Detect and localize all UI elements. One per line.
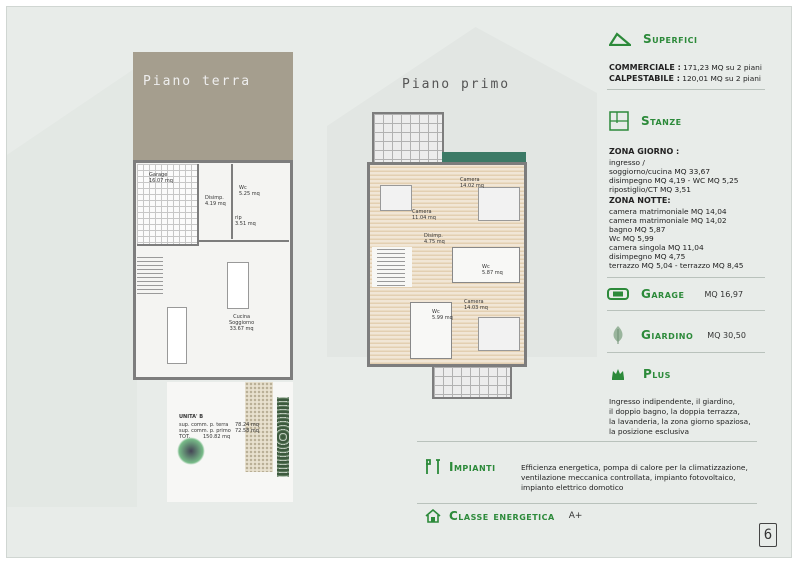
garage-title: Garage	[641, 287, 685, 301]
crown-icon	[612, 369, 624, 380]
plus-line: la lavanderia, la zona giorno spaziosa,	[609, 417, 751, 426]
unita-row: sup. comm. p. terra	[179, 422, 229, 428]
stairs	[377, 249, 405, 287]
impianti-line: impianto elettrico domotico	[521, 483, 624, 492]
wall	[231, 164, 233, 239]
zona-notte-item: camera singola MQ 11,04	[609, 243, 704, 252]
divider	[417, 503, 757, 504]
garage-room	[137, 164, 199, 246]
room-label-camera: Camera 11.04 mq	[412, 209, 436, 221]
giardino-value: MQ 30,50	[707, 330, 746, 340]
unita-label: UNITA' B	[179, 414, 204, 420]
unita-row-value: 72.58 mq	[235, 428, 259, 434]
floorplan-icon	[609, 111, 629, 131]
room-label-camera: Camera 14.02 mq	[460, 177, 484, 189]
classe-value: A+	[568, 511, 583, 521]
room-label-camera: Camera 14.03 mq	[464, 299, 488, 311]
zona-giorno-item: ingresso /	[609, 158, 645, 167]
page-number: 6	[759, 523, 777, 547]
superfici-commerciale: COMMERCIALE : 171,23 MQ su 2 piani	[609, 63, 762, 72]
wc-room	[410, 302, 452, 359]
zona-notte-item: terrazzo MQ 5,04 - terrazzo MQ 8,45	[609, 261, 744, 270]
zona-giorno-label: ZONA GIORNO :	[609, 147, 680, 156]
leaf-icon	[613, 326, 623, 344]
garage-header: Garage MQ 16,97	[607, 287, 743, 301]
giardino-title: Giardino	[641, 328, 694, 342]
piano-terra-plan: Piano terra Garage 16.07 mq Disimp. 4.19…	[127, 52, 297, 502]
house-icon	[425, 509, 441, 523]
zona-giorno-item: soggiorno/cucina MQ 33,67	[609, 167, 711, 176]
bed	[478, 187, 520, 221]
bed	[380, 185, 412, 211]
room-label-wc: Wc 5.87 mq	[482, 264, 503, 276]
terrace-top	[372, 112, 444, 166]
superfici-header: Superfici	[609, 32, 697, 46]
zona-notte-item: camera matrimoniale MQ 14,02	[609, 216, 727, 225]
plant-icon	[177, 437, 205, 465]
unita-row-value: 78.24 mq	[235, 422, 259, 428]
bed	[478, 317, 520, 351]
plus-header: Plus	[611, 367, 671, 381]
paved-path	[245, 382, 273, 472]
divider	[607, 310, 765, 311]
room-label-wc: Wc 5.25 mq	[239, 185, 260, 197]
dining-table	[227, 262, 249, 309]
zona-giorno-item: disimpegno MQ 4,19 - WC MQ 5,25	[609, 176, 739, 185]
plus-line: Ingresso indipendente, il giardino,	[609, 397, 735, 406]
unita-row: TOT.	[179, 434, 191, 440]
unita-row-value: 150.82 mq	[203, 434, 231, 440]
classe-header: Classe energetica A+	[425, 509, 582, 523]
garage-value: MQ 16,97	[704, 289, 744, 299]
plus-title: Plus	[643, 367, 671, 381]
impianti-title: Impianti	[449, 460, 496, 474]
wc-room	[452, 247, 520, 283]
giardino-header: Giardino MQ 30,50	[611, 325, 746, 345]
plus-line: la posizione esclusiva	[609, 427, 690, 436]
piano-terra-title: Piano terra	[143, 74, 252, 89]
brochure-page: Piano terra Garage 16.07 mq Disimp. 4.19…	[6, 6, 792, 558]
plus-line: il doppio bagno, la doppia terrazza,	[609, 407, 740, 416]
info-column: Superfici COMMERCIALE : 171,23 MQ su 2 p…	[597, 7, 787, 557]
stanze-title: Stanze	[641, 114, 682, 128]
room-label-garage: Garage 16.07 mq	[149, 172, 173, 184]
zona-notte-item: disimpegno MQ 4,75	[609, 252, 686, 261]
background-house-shape	[7, 67, 137, 507]
tools-icon	[426, 459, 440, 474]
zona-notte-label: ZONA NOTTE:	[609, 196, 671, 205]
superfici-title: Superfici	[643, 32, 698, 46]
room-label-wc: Wc 5.99 mq	[432, 309, 453, 321]
divider	[607, 352, 765, 353]
room-label-rip: rip 3.51 mq	[235, 215, 256, 227]
divider	[607, 277, 765, 278]
stairs	[137, 257, 163, 297]
green-roof-strip	[442, 152, 526, 162]
unita-box: UNITA' B sup. comm. p. terra 78.24 mq su…	[179, 414, 259, 446]
room-label-cucina: Cucina Soggiorno 33.67 mq	[229, 314, 255, 332]
impianti-line: Efficienza energetica, pompa di calore p…	[521, 463, 748, 472]
zona-notte-item: bagno MQ 5,87	[609, 225, 666, 234]
divider	[417, 441, 757, 442]
zona-notte-item: camera matrimoniale MQ 14,04	[609, 207, 727, 216]
piano-primo-title: Piano primo	[402, 77, 511, 92]
terrace-area	[133, 52, 293, 160]
classe-title: Classe energetica	[449, 509, 555, 523]
car-icon	[607, 288, 629, 300]
room-label-disimp: Disimp. 4.75 mq	[424, 233, 445, 245]
superfici-calpestabile: CALPESTABILE : 120,01 MQ su 2 piani	[609, 74, 761, 83]
impianti-line: ventilazione meccanica controllata, impi…	[521, 473, 736, 482]
piano-primo-plan: Piano primo Camera 14.02 mq Camera 11.04…	[362, 67, 532, 402]
stanze-header: Stanze	[609, 111, 682, 131]
room-label-disimp: Disimp. 4.19 mq	[205, 195, 226, 207]
unita-row: sup. comm. p. primo	[179, 428, 231, 434]
hedge	[277, 397, 289, 477]
impianti-header: Impianti	[425, 459, 496, 475]
sofa	[167, 307, 187, 364]
wall	[197, 240, 289, 242]
zona-notte-item: Wc MQ 5,99	[609, 234, 654, 243]
terrace-bottom	[432, 367, 512, 399]
divider	[607, 89, 765, 90]
zona-giorno-item: ripostiglio/CT MQ 3,51	[609, 185, 691, 194]
triangle-icon	[609, 32, 631, 46]
